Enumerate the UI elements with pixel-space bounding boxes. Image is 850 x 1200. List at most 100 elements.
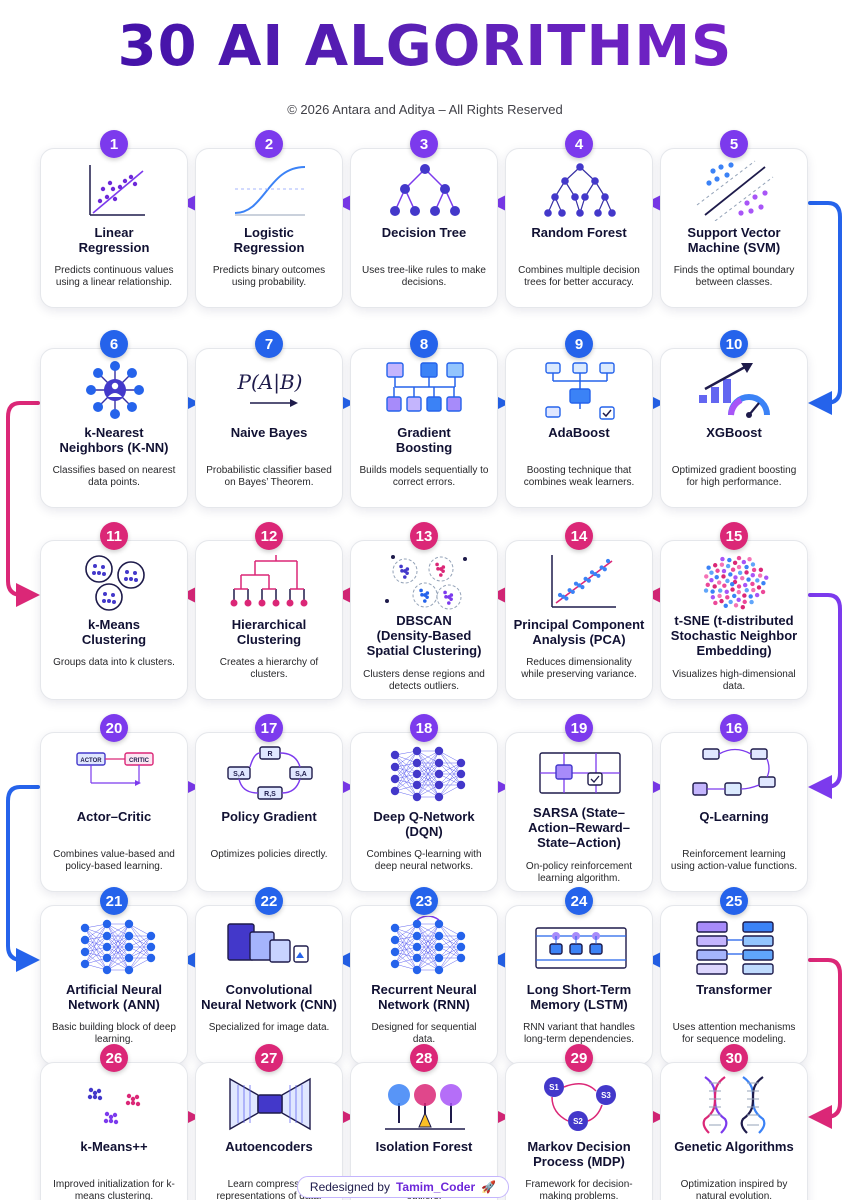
algorithm-name-line: Long Short-Term xyxy=(526,982,632,997)
algorithm-name-line: Convolutional xyxy=(225,982,313,997)
algorithm-name-line: Policy Gradient xyxy=(221,809,317,824)
step-number-badge: 12 xyxy=(255,522,283,550)
step-number-badge: 15 xyxy=(720,522,748,550)
turn-arrow xyxy=(808,201,842,415)
dbscan-clusters-icon xyxy=(351,551,499,613)
algorithm-name-line: Linear xyxy=(94,225,134,240)
algorithm-name: Actor–Critic xyxy=(45,809,183,824)
autoencoder-icon xyxy=(196,1073,344,1135)
algorithm-name-line: Clustering xyxy=(236,632,302,647)
scatter-plot-icon xyxy=(41,159,189,221)
algorithm-description: RNN variant that handles long-term depen… xyxy=(523,1022,635,1045)
algorithm-name-line: Logistic xyxy=(244,225,294,240)
algorithm-name-line: t-SNE (t-distributed xyxy=(674,613,794,628)
algorithm-description: Clusters dense regions and detects outli… xyxy=(363,669,485,692)
algorithm-name-line: (DQN) xyxy=(405,824,443,839)
algorithm-name-line: k-Means++ xyxy=(80,1139,148,1154)
algorithm-name-line: Boosting xyxy=(395,440,453,455)
algorithm-name-line: Analysis (PCA) xyxy=(532,632,626,647)
algorithm-name: k-Means++ xyxy=(45,1139,183,1154)
algorithm-description: Optimized gradient boosting for high per… xyxy=(671,465,797,488)
footer-handle[interactable]: Tamim_Coder xyxy=(395,1180,476,1194)
algorithm-name-line: Isolation Forest xyxy=(375,1139,473,1154)
decision-tree-icon xyxy=(351,159,499,221)
algorithm-name: Autoencoders xyxy=(200,1139,338,1154)
step-number-badge: 17 xyxy=(255,714,283,742)
step-number-badge: 27 xyxy=(255,1044,283,1072)
turn-arrow xyxy=(6,785,40,972)
step-number-badge: 26 xyxy=(100,1044,128,1072)
algorithm-name: Decision Tree xyxy=(355,225,493,240)
algorithm-description: Specialized for image data. xyxy=(208,1022,330,1033)
bayes-formula-icon: P(A|B) xyxy=(196,359,344,421)
algorithm-name-line: Decision Tree xyxy=(381,225,467,240)
algorithm-name: Genetic Algorithms xyxy=(665,1139,803,1154)
algorithm-name-line: Machine (SVM) xyxy=(687,240,781,255)
xgboost-gauge-icon xyxy=(661,359,809,421)
algorithm-name: Isolation Forest xyxy=(355,1139,493,1154)
algorithm-description: Groups data into k clusters. xyxy=(53,657,175,668)
algorithm-description: Optimizes policies directly. xyxy=(210,849,328,860)
algorithm-name-line: Artificial Neural xyxy=(65,982,163,997)
algorithm-name: AdaBoost xyxy=(510,425,648,440)
step-number-badge: 13 xyxy=(410,522,438,550)
algorithm-name-line: Transformer xyxy=(696,982,772,997)
step-number-badge: 2 xyxy=(255,130,283,158)
step-number-badge: 22 xyxy=(255,887,283,915)
step-number-badge: 10 xyxy=(720,330,748,358)
footer-prefix: Redesigned by xyxy=(309,1180,390,1194)
algorithm-name-line: Memory (LSTM) xyxy=(530,997,628,1012)
kmeans-plus-icon xyxy=(41,1073,189,1135)
algorithm-name-line: Support Vector xyxy=(687,225,781,240)
step-number-badge: 3 xyxy=(410,130,438,158)
algorithm-description: Probabilistic classifier based on Bayes’… xyxy=(206,465,332,488)
step-number-badge: 14 xyxy=(565,522,593,550)
algorithm-name-line: k-Means xyxy=(87,617,141,632)
algorithm-description: Reduces dimensionality while preserving … xyxy=(521,657,637,680)
rnn-network-icon xyxy=(351,916,499,978)
algorithm-card: k-Means++Improved initialization for k-m… xyxy=(40,1062,188,1200)
algorithm-name-line: State–Action) xyxy=(537,835,621,850)
algorithm-name-line: Embedding) xyxy=(696,643,772,658)
algorithm-name-line: Neighbors (K-NN) xyxy=(59,440,169,455)
algorithm-name-line: k-Nearest xyxy=(84,425,144,440)
algorithm-name-line: Autoencoders xyxy=(225,1139,313,1154)
isolation-forest-icon xyxy=(351,1073,499,1135)
algorithm-name-line: Recurrent Neural xyxy=(371,982,477,997)
kmeans-clusters-icon xyxy=(41,551,189,613)
algorithm-name: Transformer xyxy=(665,982,803,997)
svg-text:P(A|B): P(A|B) xyxy=(237,370,303,395)
algorithm-name: XGBoost xyxy=(665,425,803,440)
cnn-layers-icon xyxy=(196,916,344,978)
algorithm-name-line: Principal Component xyxy=(513,617,645,632)
algorithm-name-line: Action–Reward– xyxy=(528,820,630,835)
algorithm-description: Combines Q-learning with deep neural net… xyxy=(366,849,482,872)
algorithm-name-line: Gradient xyxy=(397,425,451,440)
algorithm-name-line: Spatial Clustering) xyxy=(366,643,482,658)
step-number-badge: 23 xyxy=(410,887,438,915)
algorithm-description: Uses tree-like rules to make decisions. xyxy=(362,265,486,288)
algorithm-description: Optimization inspired by natural evoluti… xyxy=(680,1179,788,1200)
step-number-badge: 29 xyxy=(565,1044,593,1072)
step-number-badge: 20 xyxy=(100,714,128,742)
